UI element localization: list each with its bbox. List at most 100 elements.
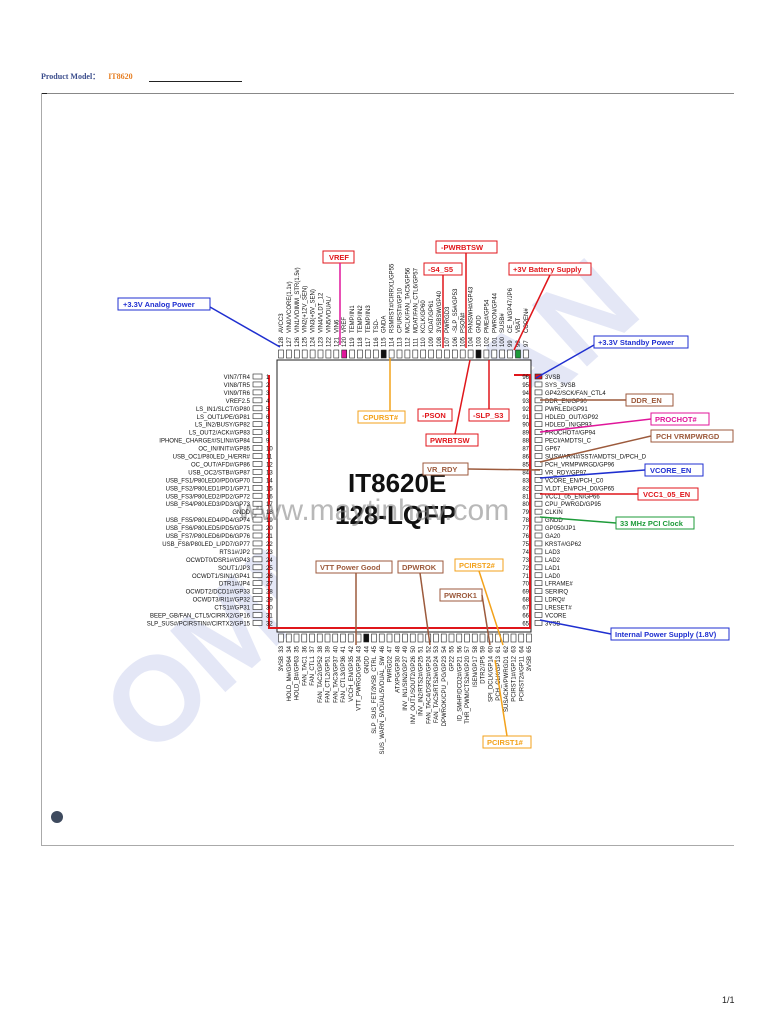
left-pin-label: USB_FS4/P80LED3/PD3/GP73 bbox=[166, 502, 251, 508]
right-pin-number: 69 bbox=[522, 590, 529, 596]
top-pin-box bbox=[420, 349, 427, 359]
header-underline bbox=[149, 81, 242, 82]
right-pin-label: PROCHOT#/GP94 bbox=[545, 431, 596, 437]
right-pin-box bbox=[534, 437, 543, 443]
bottom-pin-number: 61 bbox=[496, 645, 502, 652]
bottom-pin-label: ID_SMHP/DCD2#/GP21 bbox=[457, 655, 463, 721]
left-pin-box bbox=[252, 580, 263, 587]
bottom-pin-label: GNDD bbox=[364, 655, 370, 673]
top-pin-number: 119 bbox=[350, 337, 356, 347]
top-pin-label: SUSB# bbox=[500, 313, 506, 333]
callout-vcc105: VCC1_05_EN bbox=[540, 487, 699, 501]
right-pin-number: 91 bbox=[522, 415, 529, 421]
right-pin-box bbox=[534, 477, 543, 483]
bottom-pin-label: SUSACK#/PWRGD1 bbox=[504, 655, 510, 712]
bottom-pin-box bbox=[332, 633, 339, 643]
callout-standby: +3.3V Standby Power bbox=[535, 335, 689, 379]
bottom-pin-number: 39 bbox=[326, 645, 332, 652]
bottom-pin-label: SUS_WARN_5VDUAL/5VDUAL_SW bbox=[380, 656, 386, 755]
right-pin-label: LAD3 bbox=[545, 550, 561, 556]
top-pin-box bbox=[380, 349, 387, 359]
left-pin-number: 9 bbox=[266, 439, 270, 445]
callout-analog-text: +3.3V Analog Power bbox=[123, 300, 195, 309]
bottom-pin-number: 45 bbox=[372, 645, 378, 652]
left-pin-label: USB_FS3/P80LED2/PD2/GP72 bbox=[166, 494, 251, 500]
bottom-pin-box bbox=[386, 633, 393, 643]
callout-battery-text: +3V Battery Supply bbox=[513, 265, 582, 274]
bottom-pin-number: 65 bbox=[527, 645, 533, 652]
left-pin-number: 15 bbox=[266, 486, 273, 492]
top-pin-number: 112 bbox=[405, 337, 411, 347]
callout-pson-text: -PSON bbox=[422, 411, 446, 420]
left-pin-label: RTS1#/JP2 bbox=[219, 550, 250, 556]
callout-pson: -PSON bbox=[417, 408, 453, 422]
right-pin-number: 76 bbox=[522, 534, 529, 540]
right-pin-number: 96 bbox=[522, 375, 529, 381]
bottom-pin-label: 3VSB bbox=[279, 656, 285, 671]
bottom-pin-number: 47 bbox=[388, 645, 394, 652]
callout-pwrok1: PWROK1 bbox=[439, 588, 491, 646]
bottom-pin-box bbox=[378, 633, 385, 643]
page-number: 1/1 bbox=[722, 995, 735, 1005]
right-pin-number: 74 bbox=[522, 550, 529, 556]
left-pin-label: VIN8/TR5 bbox=[224, 383, 251, 389]
callout-vr-rdy-text: VR_RDY bbox=[427, 465, 457, 474]
right-pin-label: SYS_3VSB bbox=[545, 383, 576, 389]
left-pin-number: 6 bbox=[266, 415, 270, 421]
right-pin-box bbox=[534, 492, 543, 499]
bottom-pin-box bbox=[440, 633, 447, 643]
left-pin-box bbox=[252, 469, 263, 475]
bottom-pin-box bbox=[518, 633, 525, 643]
bottom-pin-number: 54 bbox=[442, 645, 448, 652]
left-pin-box bbox=[252, 588, 263, 594]
top-pin-label: VIN6 bbox=[334, 319, 340, 333]
bottom-pin-number: 56 bbox=[457, 645, 463, 652]
page-dot-marker bbox=[51, 811, 63, 823]
top-pin-label: 3VSBSW/GP40 bbox=[437, 290, 443, 333]
left-pin-number: 10 bbox=[266, 447, 273, 453]
left-pin-box bbox=[252, 516, 263, 523]
bottom-pin-number: 34 bbox=[287, 645, 293, 652]
bottom-pin-number: 37 bbox=[310, 645, 316, 652]
top-pin-box bbox=[372, 349, 379, 359]
right-pin-box bbox=[534, 381, 543, 388]
callout-pwrbtsw-text: PWRBTSW bbox=[430, 436, 470, 445]
right-pin-box bbox=[534, 453, 543, 459]
left-pin-label: USB_OC2/STB#/GP87 bbox=[188, 470, 250, 476]
callout-pcirst1-text: PCIRST1# bbox=[487, 738, 524, 747]
bottom-pin-label: FAN_TAC3/GP37 bbox=[333, 655, 339, 703]
right-pin-number: 85 bbox=[522, 462, 529, 468]
bottom-pin-label: ISEN/GP17 bbox=[473, 655, 479, 687]
right-pin-box bbox=[534, 508, 543, 515]
bottom-pin-number: 48 bbox=[395, 645, 401, 652]
bottom-pin-label: VTT_PWRGD/GP34 bbox=[357, 655, 363, 710]
bottom-pin-box bbox=[448, 633, 455, 643]
right-pin-box bbox=[534, 445, 543, 451]
left-pin-number: 25 bbox=[266, 566, 273, 572]
right-pin-label: LAD2 bbox=[545, 558, 561, 564]
callout-slp-s3: -SLP_S3 bbox=[468, 360, 510, 422]
bottom-pin-number: 38 bbox=[318, 645, 324, 652]
callout-vcore-en-text: VCORE_EN bbox=[650, 466, 691, 475]
bottom-pin-box bbox=[285, 633, 292, 643]
top-pin-label: CE_N/GP47/JP6 bbox=[508, 287, 514, 333]
bottom-pin-box bbox=[433, 633, 439, 643]
right-pin-number: 89 bbox=[522, 431, 529, 437]
left-pin-box bbox=[252, 453, 263, 459]
left-pin-label: USB_FS5/P80LED4/PD4/GP74 bbox=[166, 518, 251, 524]
right-pin-label: KRST#/GP62 bbox=[545, 542, 582, 548]
callout-vcore-en: VCORE_EN bbox=[539, 463, 704, 479]
top-pin-number: 111 bbox=[413, 337, 419, 347]
left-pin-box bbox=[252, 540, 263, 547]
right-pin-label: GA20 bbox=[545, 534, 561, 540]
right-pin-number: 95 bbox=[522, 383, 529, 389]
callout-pci-clock: 33 MHz PCI Clock bbox=[539, 516, 695, 530]
left-pin-label: BEEP_GB/FAN_CTL5/CIRRX2/GP16 bbox=[150, 614, 251, 620]
top-pin-label: GNDD bbox=[477, 315, 483, 333]
left-pin-box bbox=[252, 612, 263, 618]
left-pin-label: LS_OUT1/PE/GP81 bbox=[197, 415, 251, 421]
top-pin-label: TEMP/IN2 bbox=[358, 305, 364, 333]
bottom-pin-number: 59 bbox=[481, 645, 487, 652]
top-pin-number: 101 bbox=[492, 336, 498, 347]
bottom-pin-number: 53 bbox=[434, 645, 440, 652]
